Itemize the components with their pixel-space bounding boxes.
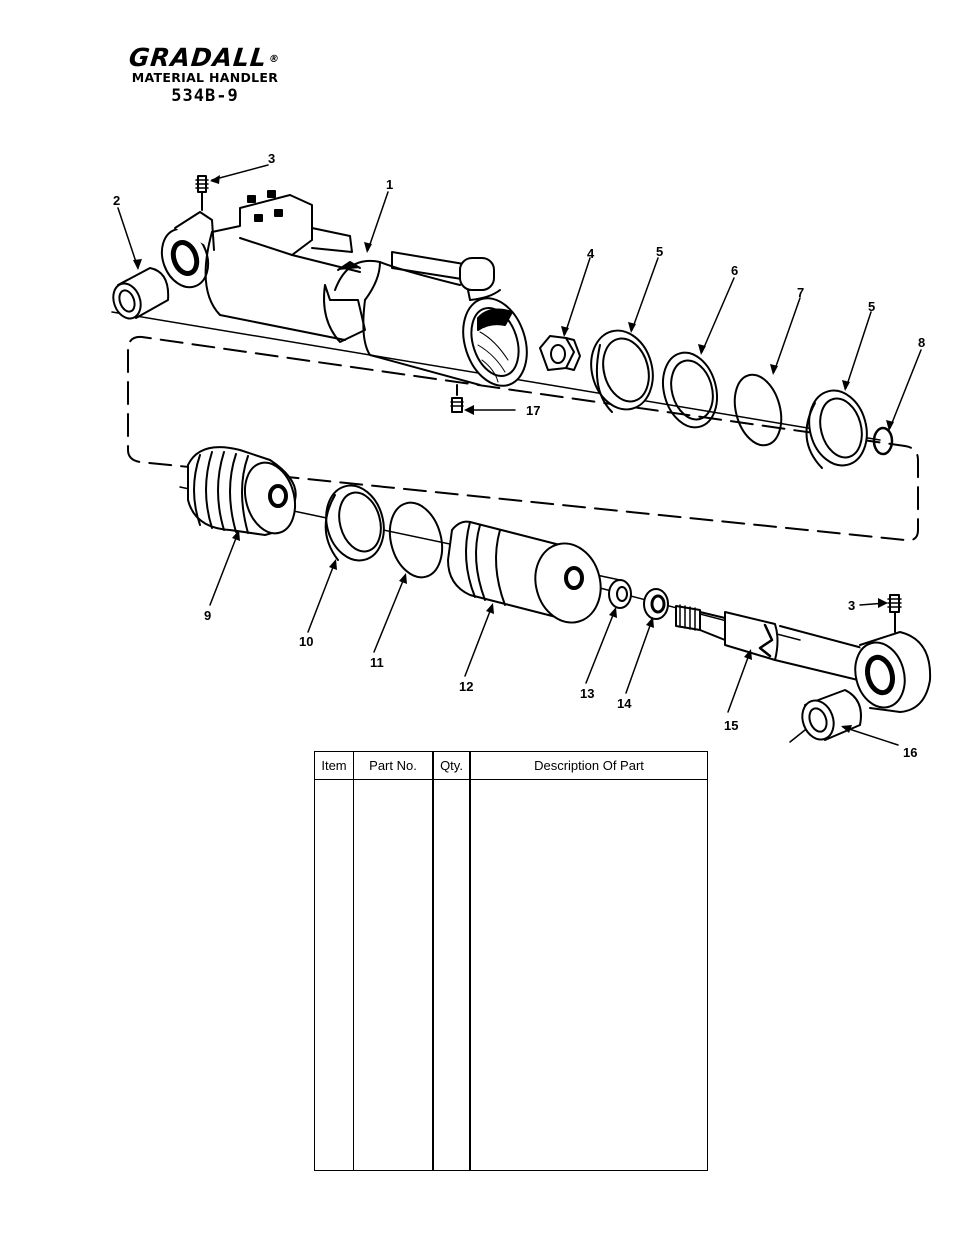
part-2-bushing: [112, 267, 170, 320]
callout-7: 7: [797, 285, 804, 300]
header-item: Item: [314, 751, 354, 780]
exploded-cylinder-diagram: 1 2 3 3 4 5 5 6 7 8 9 10 11 12 13 14 15 …: [111, 151, 932, 760]
part-4-nut: [539, 335, 581, 371]
product-subtitle: MATERIAL HANDLER: [131, 70, 279, 85]
callout-16: 16: [903, 745, 917, 760]
parts-table: Item Part No. Qty. Description Of Part: [314, 751, 708, 1171]
part-17-fitting: [450, 384, 464, 413]
part-no-column: [353, 779, 434, 1171]
callout-3-top: 3: [268, 151, 275, 166]
callout-8: 8: [918, 335, 925, 350]
callout-3-bottom: 3: [848, 598, 855, 613]
callout-5-second: 5: [868, 299, 875, 314]
callout-6: 6: [731, 263, 738, 278]
callout-11: 11: [370, 655, 384, 670]
callout-17: 17: [526, 403, 540, 418]
header-part-no: Part No.: [353, 751, 434, 780]
part-1-barrel: [160, 190, 528, 387]
part-3-grease-fitting: [195, 175, 209, 211]
description-column: [469, 779, 708, 1171]
parts-table-header-row: Item Part No. Qty. Description Of Part: [314, 751, 708, 780]
header-qty: Qty.: [432, 751, 471, 780]
callout-13: 13: [580, 686, 594, 701]
part-14-washer: [643, 588, 669, 620]
callout-5-first: 5: [656, 244, 663, 259]
part-16-bushing: [789, 689, 862, 743]
header-description: Description Of Part: [469, 751, 708, 780]
callout-4: 4: [587, 246, 595, 261]
part-12-piston-head: [447, 520, 602, 624]
part-8-ring: [872, 426, 894, 456]
part-10-ring: [324, 484, 385, 562]
part-7-oring: [733, 373, 783, 447]
callout-1: 1: [386, 177, 393, 192]
item-column: [314, 779, 354, 1171]
gradall-logo: GRADALL® MATERIAL HANDLER 534B-9: [110, 43, 300, 106]
callout-labels: 1 2 3 3 4 5 5 6 7 8 9 10 11 12 13 14 15 …: [113, 151, 925, 760]
leader-lines: [117, 164, 922, 746]
callout-15: 15: [724, 718, 738, 733]
assembly-path-dashed: [127, 335, 919, 542]
part-3-grease-fitting-bottom: [887, 594, 902, 633]
callout-10: 10: [299, 634, 313, 649]
callout-14: 14: [617, 696, 632, 711]
qty-column: [432, 779, 471, 1171]
part-11-oring: [388, 501, 444, 579]
rod-eye: [854, 631, 932, 713]
part-13-washer: [608, 579, 632, 609]
callout-9: 9: [204, 608, 211, 623]
callout-2: 2: [113, 193, 120, 208]
part-15-rod: [675, 604, 871, 681]
part-6-seal: [662, 351, 718, 429]
callout-12: 12: [459, 679, 473, 694]
part-5-gland: [590, 329, 654, 413]
part-5-second-gland: [805, 389, 868, 469]
parts-table-body-row: [314, 779, 708, 1171]
arrowheads: [133, 175, 894, 733]
model-number: 534B-9: [171, 86, 239, 106]
part-9-piston: [187, 446, 297, 536]
